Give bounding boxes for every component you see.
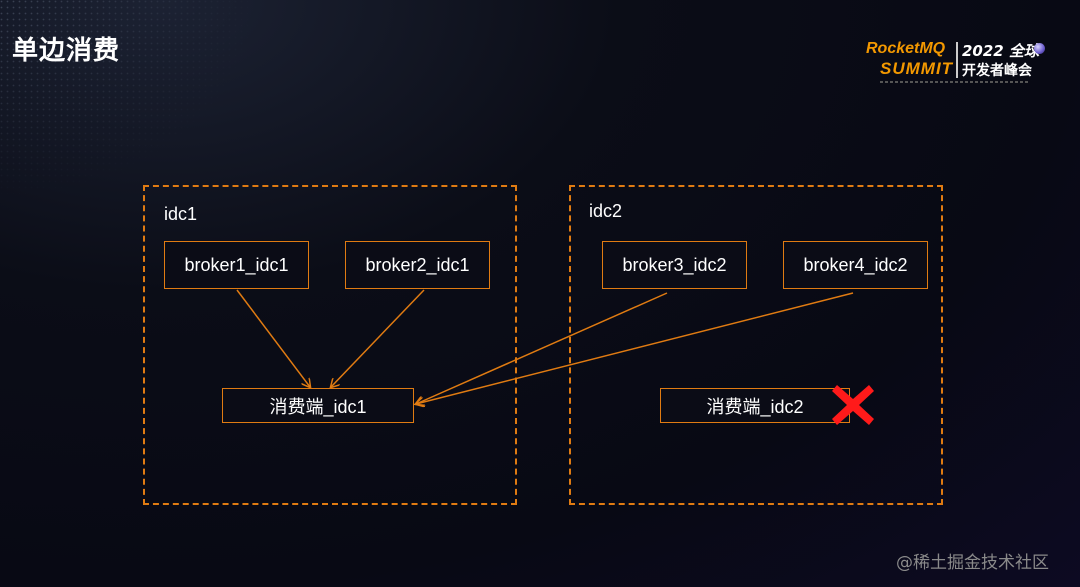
logo-event-text: 开发者峰会 <box>962 63 1032 79</box>
logo-rocketmq-text: RocketMQ <box>866 40 946 57</box>
logo-summit-text: SUMMIT <box>880 59 954 78</box>
node-consumer-idc1: 消费端_idc1 <box>222 388 414 423</box>
node-broker4-idc2: broker4_idc2 <box>783 241 928 289</box>
node-consumer-idc2: 消费端_idc2 <box>660 388 850 423</box>
failure-cross-icon <box>832 385 874 425</box>
watermark-text: @稀土掘金技术社区 <box>896 553 1049 573</box>
logo-tagline-bar <box>880 81 1030 83</box>
logo-divider <box>956 42 958 78</box>
decorative-dot-pattern <box>0 0 260 200</box>
node-broker2-idc1: broker2_idc1 <box>345 241 490 289</box>
logo-year-text: 2022 全球 <box>962 42 1039 60</box>
rocketmq-summit-logo: RocketMQ SUMMIT 2022 全球 开发者峰会 <box>866 40 1066 88</box>
zone-idc1-label: idc1 <box>164 204 198 224</box>
slide-title: 单边消费 <box>12 36 121 66</box>
zone-idc2-label: idc2 <box>589 201 623 221</box>
node-broker3-idc2: broker3_idc2 <box>602 241 747 289</box>
node-broker1-idc1: broker1_idc1 <box>164 241 309 289</box>
zone-idc2 <box>569 185 943 505</box>
zone-idc1 <box>143 185 517 505</box>
globe-icon <box>1034 43 1045 54</box>
